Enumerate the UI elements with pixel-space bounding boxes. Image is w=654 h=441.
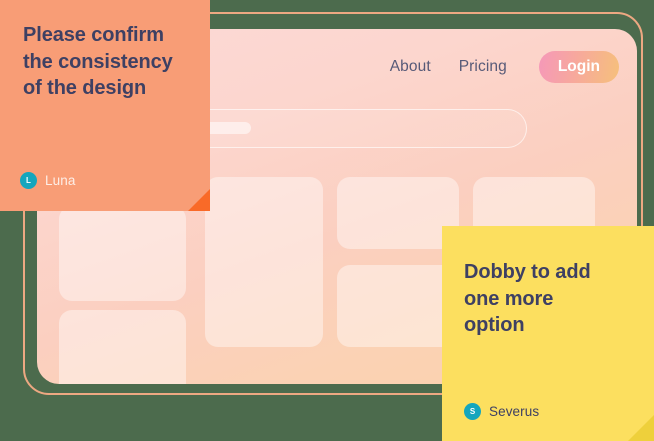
page-fold-corner-icon bbox=[628, 415, 654, 441]
sticky-note-orange-author-name: Luna bbox=[45, 173, 76, 188]
card-middle[interactable] bbox=[205, 177, 323, 347]
nav-link-about[interactable]: About bbox=[389, 58, 431, 76]
sticky-note-orange[interactable]: Please confirm the consistency of the de… bbox=[0, 0, 210, 211]
nav-link-pricing[interactable]: Pricing bbox=[458, 58, 507, 76]
sticky-note-yellow-author: S Severus bbox=[464, 403, 539, 420]
sticky-note-yellow-text: Dobby to add one more option bbox=[464, 261, 591, 337]
navigation-bar: About Pricing Login bbox=[389, 51, 619, 84]
card-right-bottom[interactable] bbox=[337, 265, 459, 347]
card-left-top[interactable] bbox=[59, 206, 186, 301]
sticky-note-orange-text: Please confirm the consistency of the de… bbox=[23, 24, 173, 100]
card-grid bbox=[59, 177, 619, 384]
avatar-severus: S bbox=[464, 403, 481, 420]
login-button[interactable]: Login bbox=[538, 51, 619, 84]
sticky-note-orange-author: L Luna bbox=[20, 172, 75, 189]
sticky-note-yellow-author-name: Severus bbox=[489, 404, 540, 419]
card-left-bottom[interactable] bbox=[59, 310, 186, 384]
sticky-note-yellow[interactable]: Dobby to add one more option S Severus bbox=[442, 226, 654, 441]
card-right-top[interactable] bbox=[337, 177, 459, 249]
page-fold-corner-icon bbox=[188, 189, 210, 211]
avatar-luna: L bbox=[20, 172, 37, 189]
